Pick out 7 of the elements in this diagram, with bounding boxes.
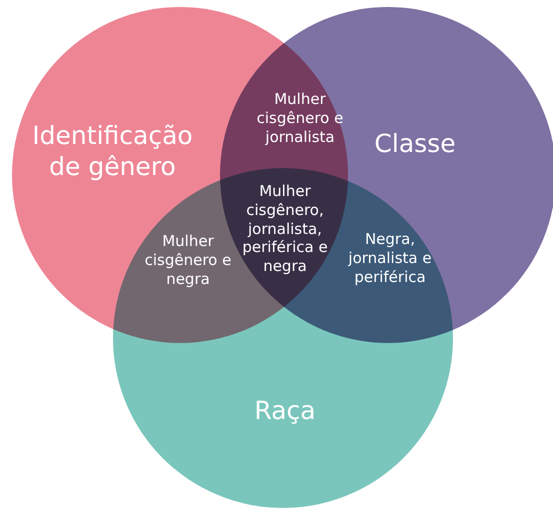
region-label: Negra, jornalista e periférica — [347, 230, 433, 286]
region-label: Mulher cisgênero, jornalista, periférica e negra — [241, 182, 329, 276]
set-label: Identificação de gênero — [31, 120, 194, 182]
region-label: Mulher cisgênero e jornalista — [256, 90, 344, 146]
set-label: Classe — [373, 128, 457, 160]
region-label: Mulher cisgênero e negra — [144, 232, 232, 288]
set-label: Raça — [253, 395, 317, 426]
